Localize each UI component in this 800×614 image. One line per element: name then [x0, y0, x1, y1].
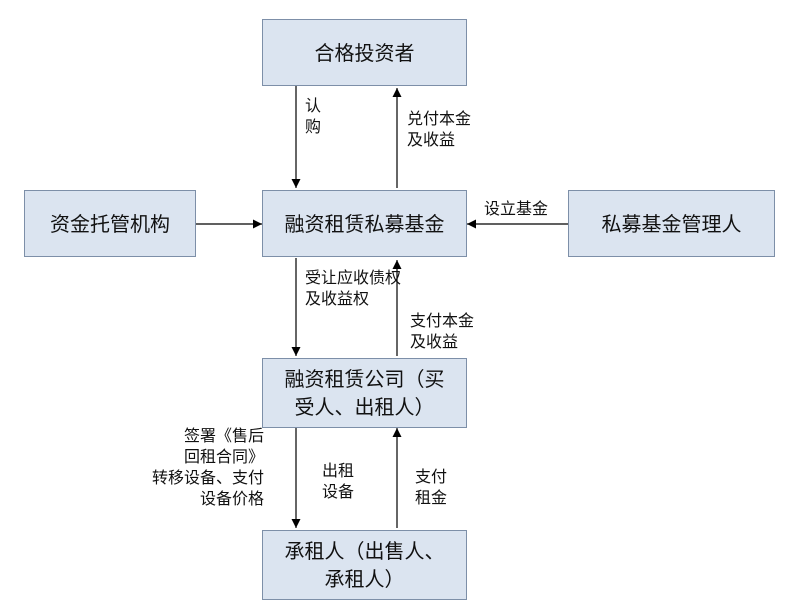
edge-label-subscribe: 认 购 [305, 96, 322, 136]
edge-label-pay-rent: 支付 租金 [415, 467, 448, 507]
node-lessee: 承租人（出售人、 承租人） [262, 530, 467, 600]
edge-label-sign-contract: 签署《售后 回租合同》 转移设备、支付 设备价格 [152, 426, 265, 508]
node-lessee-label: 承租人（出售人、 承租人） [284, 539, 445, 591]
node-leasing-company: 融资租赁公司（买 受人、出租人） [262, 358, 467, 428]
node-qualified-investor-label: 合格投资者 [314, 40, 415, 65]
edge-label-establish-fund: 设立基金 [484, 199, 549, 218]
node-private-fund: 融资租赁私募基金 [262, 190, 467, 257]
node-leasing-company-label: 融资租赁公司（买 受人、出租人） [284, 367, 445, 419]
edge-label-pay-principal-returns-top: 兑付本金 及收益 [407, 109, 472, 149]
node-qualified-investor: 合格投资者 [262, 19, 467, 86]
node-fund-manager-label: 私募基金管理人 [601, 211, 742, 236]
node-fund-custodian: 资金托管机构 [24, 190, 196, 257]
node-fund-manager: 私募基金管理人 [568, 190, 775, 257]
node-fund-custodian-label: 资金托管机构 [50, 211, 170, 236]
edge-label-transfer-receivables: 受让应收债权 及收益权 [305, 268, 402, 308]
edge-label-pay-principal-returns-mid: 支付本金 及收益 [410, 311, 475, 351]
node-private-fund-label: 融资租赁私募基金 [284, 211, 445, 236]
edge-label-lease-equipment: 出租 设备 [322, 461, 355, 501]
